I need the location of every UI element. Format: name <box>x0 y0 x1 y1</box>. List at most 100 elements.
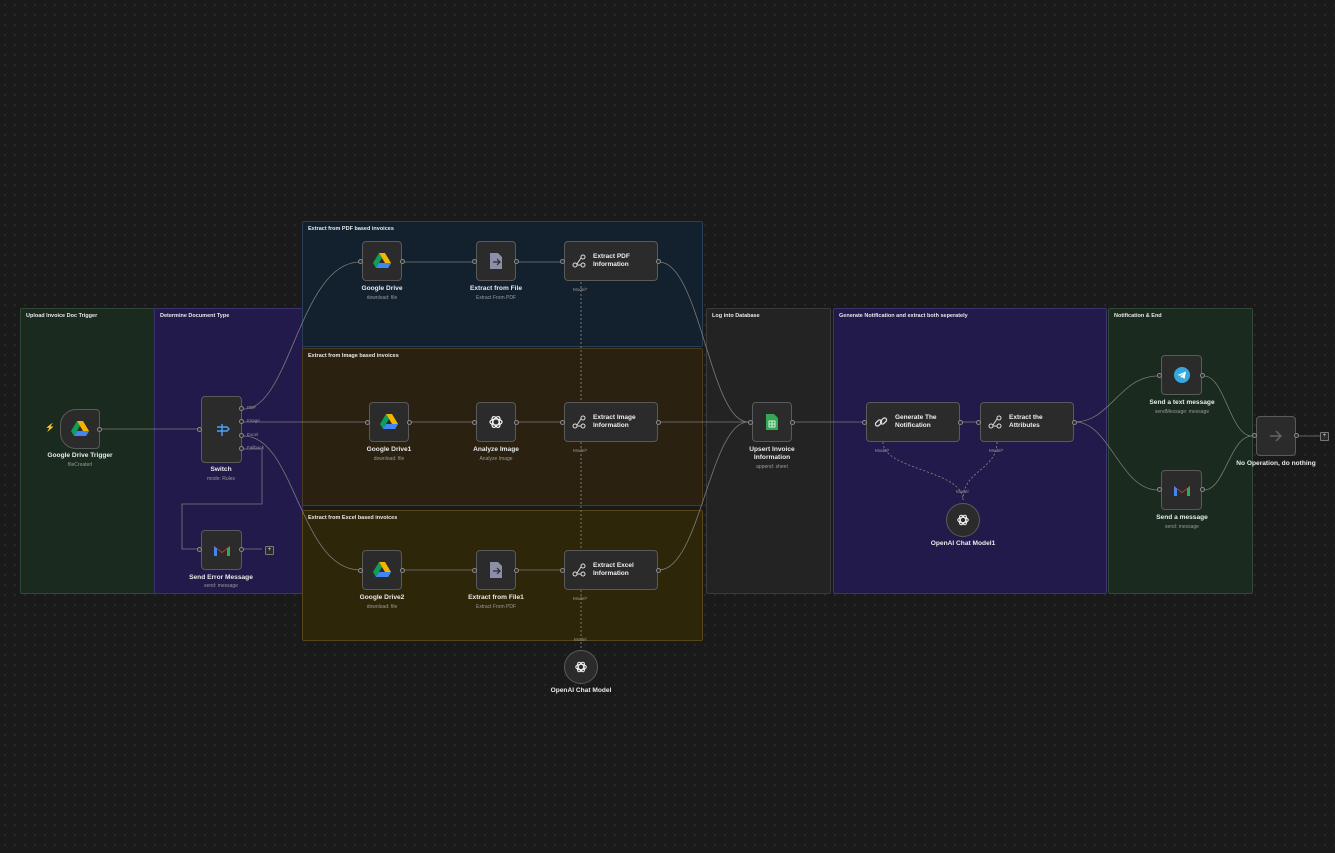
google-drive-icon <box>71 421 89 437</box>
input-port[interactable] <box>862 420 867 425</box>
output-port[interactable] <box>656 568 661 573</box>
input-port[interactable] <box>358 568 363 573</box>
output-port[interactable] <box>1200 373 1205 378</box>
output-port[interactable] <box>790 420 795 425</box>
input-port[interactable] <box>358 259 363 264</box>
sticky-title: Upload Invoice Doc Trigger <box>26 313 98 319</box>
output-port[interactable] <box>514 568 519 573</box>
input-port[interactable] <box>1157 487 1162 492</box>
output-port-excel[interactable] <box>239 433 244 438</box>
input-port[interactable] <box>472 568 477 573</box>
add-node-button[interactable]: + <box>1320 432 1329 441</box>
no-operation-node[interactable] <box>1256 416 1296 456</box>
send-error-message-node[interactable] <box>201 530 242 570</box>
node-subtitle: download: file <box>366 604 398 610</box>
extract-pdf-information-node[interactable]: Extract PDF Information <box>564 241 658 281</box>
ai-extract-icon <box>572 563 586 577</box>
google-drive-icon <box>373 562 391 578</box>
node-subtitle: Analyze Image <box>479 456 513 462</box>
output-port[interactable] <box>407 420 412 425</box>
output-port[interactable] <box>514 259 519 264</box>
sticky-log[interactable]: Log into Database <box>706 308 831 594</box>
node-subtitle: fileCreated <box>67 462 93 468</box>
add-node-button[interactable]: + <box>265 546 274 555</box>
input-port[interactable] <box>748 420 753 425</box>
input-port[interactable] <box>560 420 565 425</box>
extract-attributes-node[interactable]: Extract the Attributes <box>980 402 1074 442</box>
google-drive-node[interactable] <box>362 241 402 281</box>
model-port-label: Model <box>956 489 969 494</box>
analyze-image-node[interactable] <box>476 402 516 442</box>
node-label: OpenAI Chat Model <box>550 687 612 694</box>
node-subtitle: append: sheet <box>756 464 788 470</box>
node-label: No Operation, do nothing <box>1236 460 1316 467</box>
switch-icon <box>214 423 230 437</box>
output-port-fallback[interactable] <box>239 446 244 451</box>
sticky-upload[interactable]: Upload Invoice Doc Trigger <box>20 308 155 594</box>
input-port[interactable] <box>472 420 477 425</box>
output-port-pdf[interactable] <box>239 406 244 411</box>
port-label-excel: Excel <box>247 432 259 437</box>
output-port[interactable] <box>656 420 661 425</box>
output-port-image[interactable] <box>239 419 244 424</box>
google-drive1-node[interactable] <box>369 402 409 442</box>
node-label: Extract PDF Information <box>593 253 630 268</box>
openai-icon <box>956 513 970 527</box>
openai-icon <box>488 414 504 430</box>
extract-image-information-node[interactable]: Extract Image Information <box>564 402 658 442</box>
node-label: Extract Image Information <box>593 414 636 429</box>
output-port[interactable] <box>239 547 244 552</box>
input-port[interactable] <box>976 420 981 425</box>
node-label: Send a message <box>1156 514 1208 521</box>
send-message-node[interactable] <box>1161 470 1202 510</box>
input-port[interactable] <box>197 427 202 432</box>
sticky-title: Notification & End <box>1114 313 1162 319</box>
extract-excel-information-node[interactable]: Extract Excel Information <box>564 550 658 590</box>
input-port[interactable] <box>560 259 565 264</box>
output-port[interactable] <box>1200 487 1205 492</box>
upsert-invoice-node[interactable] <box>752 402 792 442</box>
node-subtitle: send: message <box>204 583 238 589</box>
input-port[interactable] <box>1252 433 1257 438</box>
model-port-label: Model* <box>573 287 588 292</box>
input-port[interactable] <box>197 547 202 552</box>
wire <box>243 261 361 410</box>
link-icon <box>874 415 888 429</box>
sticky-title: Extract from Excel based invoices <box>308 515 398 521</box>
output-port[interactable] <box>97 427 102 432</box>
ai-extract-icon <box>988 415 1002 429</box>
google-drive-trigger-node[interactable] <box>60 409 100 449</box>
output-port[interactable] <box>958 420 963 425</box>
input-port[interactable] <box>560 568 565 573</box>
switch-node[interactable] <box>201 396 242 463</box>
openai-chat-model-node[interactable] <box>564 650 598 684</box>
output-port[interactable] <box>1294 433 1299 438</box>
sticky-generate[interactable]: Generate Notification and extract both s… <box>833 308 1107 594</box>
node-label: OpenAI Chat Model1 <box>930 540 996 547</box>
model-wire <box>962 441 998 501</box>
extract-from-file-node[interactable] <box>476 241 516 281</box>
gmail-icon <box>213 544 230 556</box>
wire <box>1074 375 1159 423</box>
output-port[interactable] <box>1072 420 1077 425</box>
output-port[interactable] <box>514 420 519 425</box>
extract-from-file1-node[interactable] <box>476 550 516 590</box>
input-port[interactable] <box>365 420 370 425</box>
file-icon <box>489 253 503 269</box>
input-port[interactable] <box>472 259 477 264</box>
model-port-label: Model* <box>573 596 588 601</box>
output-port[interactable] <box>400 568 405 573</box>
file-icon <box>489 562 503 578</box>
google-drive2-node[interactable] <box>362 550 402 590</box>
input-port[interactable] <box>1157 373 1162 378</box>
send-text-message-node[interactable] <box>1161 355 1202 395</box>
generate-notification-node[interactable]: Generate The Notification <box>866 402 960 442</box>
arrow-right-icon <box>1269 430 1283 442</box>
output-port[interactable] <box>656 259 661 264</box>
node-subtitle: sendMessage: message <box>1154 409 1210 415</box>
output-port[interactable] <box>400 259 405 264</box>
node-label: Send Error Message <box>189 574 253 581</box>
openai-chat-model1-node[interactable] <box>946 503 980 537</box>
